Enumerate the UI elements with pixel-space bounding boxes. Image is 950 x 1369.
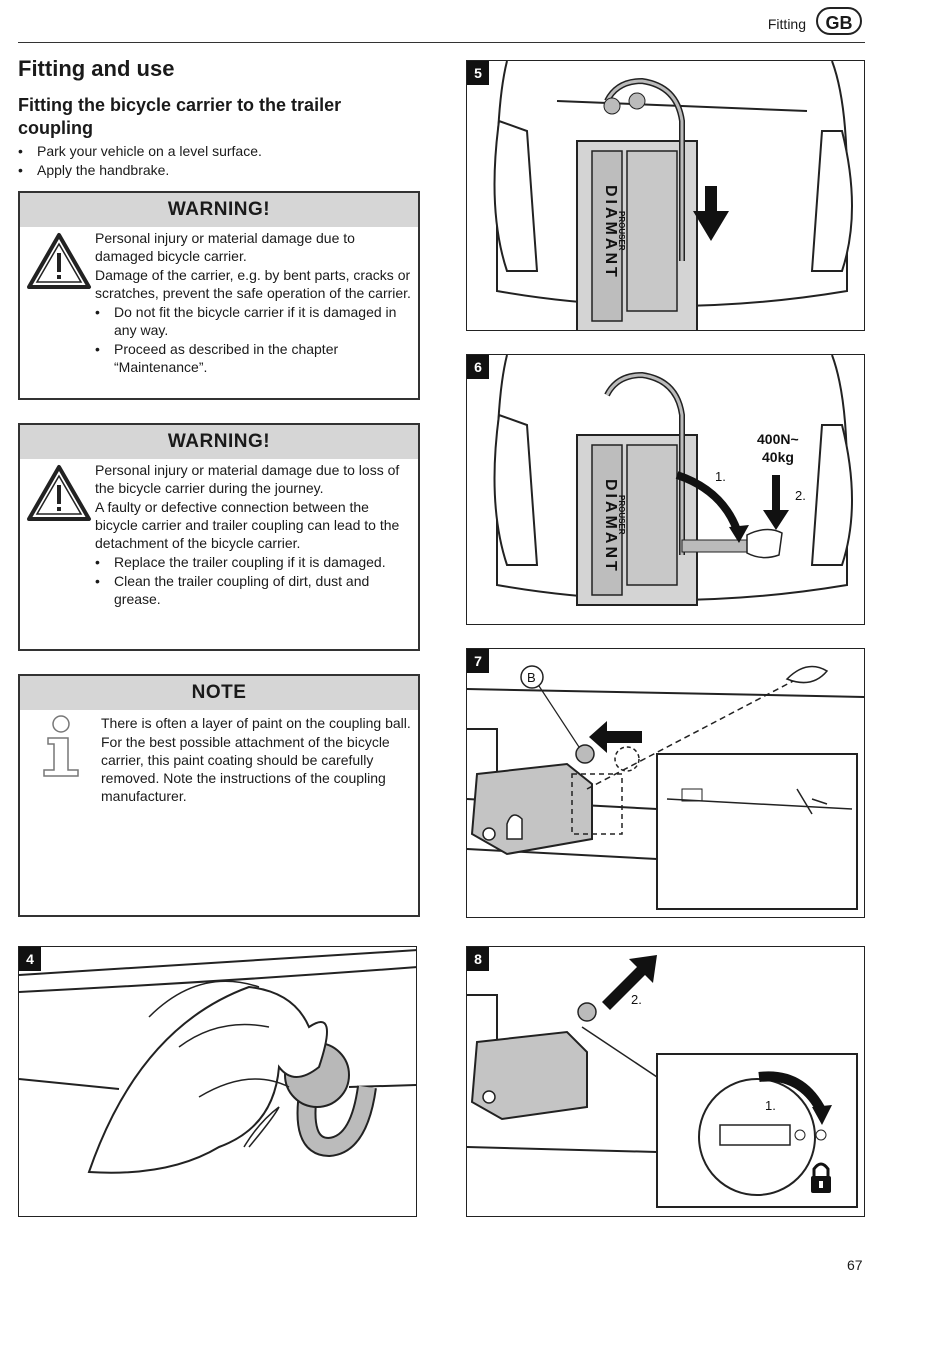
step-2-label: 2.: [631, 992, 642, 1007]
warning-bullet: Proceed as described in the chapter “Mai…: [95, 340, 415, 376]
figure-4-cleaning-coupling-ball: 4: [18, 946, 417, 1217]
key-turn-lock-illustration: 2. 1.: [467, 955, 858, 1208]
car-rear-with-carrier-illustration: DIAMANT PROUSER: [493, 61, 853, 330]
figure-number: 7: [467, 649, 489, 673]
warning-box-damaged-carrier: WARNING! Personal injury or material dam…: [18, 191, 420, 400]
figure-6-pressing-lever: DIAMANT PROUSER 400N~ 40kg 1. 2. 6: [466, 354, 865, 625]
header-divider: [18, 42, 865, 43]
step-item: Apply the handbrake.: [18, 161, 262, 180]
section-subtitle: Fitting the bicycle carrier to the trail…: [18, 95, 342, 138]
preparation-steps: Park your vehicle on a level surface. Ap…: [18, 142, 262, 180]
figure-number: 8: [467, 947, 489, 971]
figure-8-locking-key: 2. 1. 8: [466, 946, 865, 1217]
lock-key-insertion-illustration: B: [467, 665, 864, 910]
warning-triangle-icon: [27, 465, 91, 521]
padlock-icon: [811, 1162, 831, 1193]
callout-b-label: B: [527, 670, 536, 685]
language-badge: GB: [816, 7, 862, 35]
carrier-brand-label: DIAMANT: [602, 185, 619, 280]
step-2-label: 2.: [795, 488, 806, 503]
note-body: For the best possible attachment of the …: [101, 734, 390, 804]
warning-bullet: Clean the trailer coupling of dirt, dust…: [95, 572, 415, 608]
figure-5-lowering-carrier: DIAMANT PROUSER 5: [466, 60, 865, 331]
figure-number: 6: [467, 355, 489, 379]
carrier-brand-label: DIAMANT: [602, 479, 619, 574]
step-1-label: 1.: [715, 469, 726, 484]
hand-cleaning-ball-illustration: [19, 949, 416, 1174]
warning-lead: Personal injury or material damage due t…: [95, 462, 400, 496]
warning-triangle-icon: [27, 233, 91, 289]
carrier-model-label: PROUSER: [617, 495, 626, 535]
warning-heading: WARNING!: [20, 193, 418, 227]
step-item: Park your vehicle on a level surface.: [18, 142, 262, 161]
figure-number: 5: [467, 61, 489, 85]
car-rear-lever-press-illustration: DIAMANT PROUSER 400N~ 40kg 1. 2.: [493, 355, 853, 606]
figure-7-inserting-key: B 7: [466, 648, 865, 918]
info-icon: [43, 715, 79, 777]
warning-box-carrier-loss: WARNING! Personal injury or material dam…: [18, 423, 420, 651]
warning-body: Damage of the carrier, e.g. by bent part…: [95, 267, 411, 301]
figure-number: 4: [19, 947, 41, 971]
warning-bullet: Replace the trailer coupling if it is da…: [95, 553, 415, 571]
carrier-model-label: PROUSER: [617, 211, 626, 251]
warning-body: A faulty or defective connection between…: [95, 499, 400, 551]
warning-heading: WARNING!: [20, 425, 418, 459]
note-heading: NOTE: [20, 676, 418, 710]
warning-lead: Personal injury or material damage due t…: [95, 230, 355, 264]
note-lead: There is often a layer of paint on the c…: [101, 715, 411, 731]
load-force-label: 400N~: [757, 431, 799, 447]
header-section-label: Fitting: [767, 16, 806, 32]
load-mass-label: 40kg: [762, 449, 794, 465]
page-number: 67: [847, 1257, 863, 1273]
note-box-paint-coating: NOTE There is often a layer of paint on …: [18, 674, 420, 917]
step-1-label: 1.: [765, 1098, 776, 1113]
page-title: Fitting and use: [18, 56, 175, 81]
warning-bullet: Do not fit the bicycle carrier if it is …: [95, 303, 415, 339]
